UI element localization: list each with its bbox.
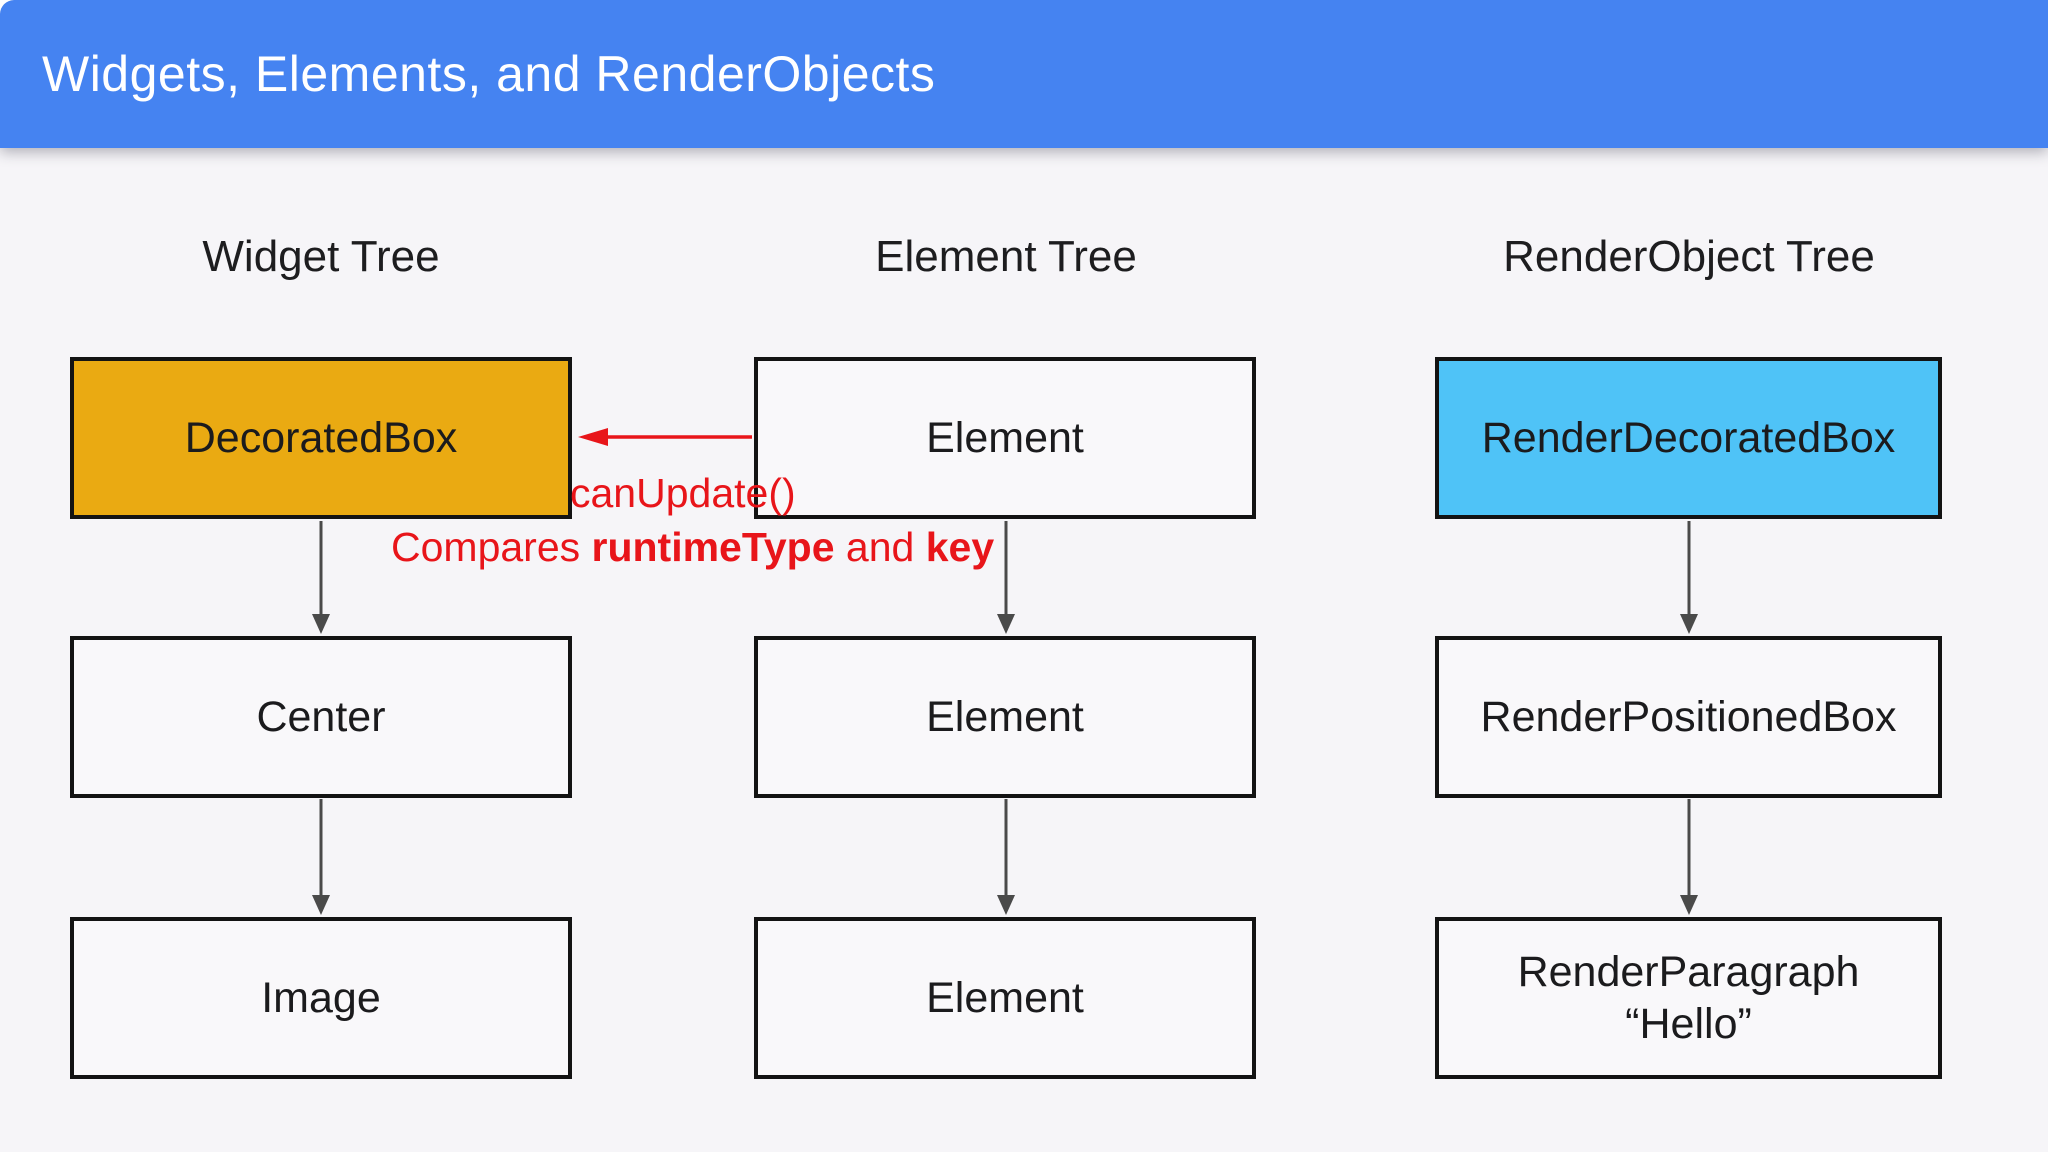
arrow-widget-1to2	[312, 521, 330, 634]
arrow-render-1to2	[1680, 521, 1698, 634]
node-element-2: Element	[754, 636, 1256, 798]
node-renderparagraph-sublabel: “Hello”	[1625, 1000, 1752, 1048]
compares-and: and	[834, 524, 926, 570]
node-decoratedbox-label: DecoratedBox	[184, 413, 458, 462]
node-center-label: Center	[256, 692, 386, 741]
canupdate-arrow	[578, 428, 752, 446]
node-renderpositionedbox: RenderPositionedBox	[1435, 636, 1942, 798]
compares-key: key	[925, 524, 995, 570]
page-title: Widgets, Elements, and RenderObjects	[42, 46, 936, 102]
node-element-1-label: Element	[926, 413, 1084, 462]
node-image: Image	[70, 917, 572, 1079]
node-decoratedbox: DecoratedBox	[70, 357, 572, 519]
app-bar: Widgets, Elements, and RenderObjects	[0, 0, 2048, 148]
node-renderparagraph-label: RenderParagraph	[1517, 947, 1860, 996]
node-image-label: Image	[261, 973, 381, 1022]
arrow-element-2to3	[997, 799, 1015, 915]
tree-title-widget: Widget Tree	[202, 232, 440, 281]
arrow-render-2to3	[1680, 799, 1698, 915]
arrow-widget-2to3	[312, 799, 330, 915]
node-renderdecoratedbox: RenderDecoratedBox	[1435, 357, 1942, 519]
arrow-element-1to2	[997, 521, 1015, 634]
canupdate-label: canUpdate()	[570, 470, 796, 516]
tree-title-renderobject: RenderObject Tree	[1503, 232, 1875, 281]
tree-title-element: Element Tree	[875, 232, 1137, 281]
node-center: Center	[70, 636, 572, 798]
node-element-3-label: Element	[926, 973, 1084, 1022]
node-renderpositionedbox-label: RenderPositionedBox	[1480, 692, 1897, 741]
compares-note: Compares runtimeType and key	[391, 524, 994, 571]
compares-prefix: Compares	[391, 524, 592, 570]
compares-runtimetype: runtimeType	[591, 524, 835, 570]
node-element-2-label: Element	[926, 692, 1084, 741]
node-element-1: Element	[754, 357, 1256, 519]
node-renderdecoratedbox-label: RenderDecoratedBox	[1481, 413, 1896, 462]
node-renderparagraph: RenderParagraph “Hello”	[1435, 917, 1942, 1079]
node-element-3: Element	[754, 917, 1256, 1079]
